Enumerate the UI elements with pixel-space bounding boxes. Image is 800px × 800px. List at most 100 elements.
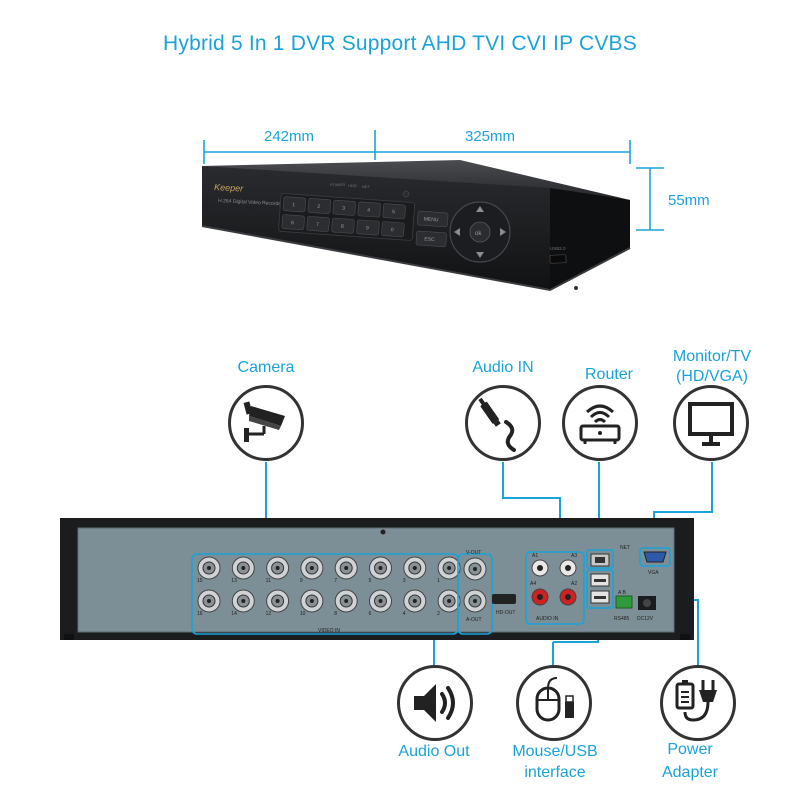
- svg-text:USB2.0: USB2.0: [550, 246, 566, 251]
- power-adapter-icon: [675, 680, 717, 722]
- camera-callout: [228, 385, 304, 461]
- svg-text:A1: A1: [532, 553, 538, 559]
- bnc-number-label: 13: [231, 578, 237, 584]
- bnc-number-label: 4: [403, 611, 406, 617]
- mouse-usb-icon: [535, 677, 574, 722]
- dvr-front-view: Keeper H.264 Digital Video Recorder 1 2 …: [201, 160, 631, 292]
- camera-label: Camera: [237, 359, 295, 376]
- depth-dimension: 242mm: [264, 128, 315, 145]
- monitor-label-line2: (HD/VGA): [676, 368, 748, 385]
- router-callout: [562, 385, 638, 461]
- mouse-callout: [516, 665, 592, 741]
- svg-text:NET: NET: [362, 184, 371, 189]
- bnc-connector-4: 4: [403, 589, 427, 617]
- a-out-rca: [463, 589, 487, 613]
- bnc-number-label: 2: [437, 611, 440, 617]
- dvr-rear-panel: 15 13 11 9 7 5 3 1 16 14 12 10 8 6 4 2 VIDEO IN V-OUT A…: [60, 518, 694, 640]
- svg-text:2: 2: [317, 204, 320, 210]
- brand-logo: Keeper: [214, 182, 245, 194]
- bnc-number-label: 7: [334, 578, 337, 584]
- svg-text:NET: NET: [620, 545, 630, 551]
- svg-text:HD-OUT: HD-OUT: [496, 610, 515, 616]
- svg-text:7: 7: [316, 222, 319, 228]
- bnc-connector-9: 9: [300, 556, 324, 584]
- svg-text:ESC: ESC: [424, 236, 435, 243]
- audio-in-callout: [465, 385, 541, 461]
- svg-text:HDD: HDD: [348, 183, 357, 188]
- video-in-label: VIDEO IN: [318, 628, 340, 634]
- bnc-connector-8: 8: [334, 589, 358, 617]
- svg-text:A-OUT: A-OUT: [466, 617, 482, 623]
- nav-ring: ok: [449, 201, 511, 263]
- rs485-terminal: [615, 595, 633, 609]
- speaker-icon: [414, 684, 455, 722]
- svg-text:0: 0: [391, 227, 394, 233]
- mouse-label-line1: Mouse/USB: [512, 743, 598, 760]
- bnc-number-label: 6: [369, 611, 372, 617]
- bnc-number-label: 14: [231, 611, 237, 617]
- svg-text:VGA: VGA: [648, 570, 659, 576]
- monitor-icon: [688, 402, 734, 446]
- page-title: Hybrid 5 In 1 DVR Support AHD TVI CVI IP…: [163, 32, 637, 55]
- mouse-label-line2: interface: [524, 764, 586, 781]
- bnc-number-label: 15: [197, 578, 203, 584]
- svg-text:3: 3: [342, 206, 345, 212]
- width-dimension: 325mm: [465, 128, 516, 145]
- bnc-connector-10: 10: [300, 589, 324, 617]
- bnc-number-label: 3: [403, 578, 406, 584]
- svg-text:A2: A2: [571, 581, 577, 587]
- svg-text:9: 9: [366, 225, 369, 231]
- bnc-number-label: 8: [334, 611, 337, 617]
- height-dimension: 55mm: [668, 192, 710, 209]
- hdmi-port: [492, 594, 516, 604]
- svg-text:1: 1: [292, 202, 295, 208]
- svg-text:DC12V: DC12V: [637, 616, 654, 622]
- bnc-connector-11: 11: [266, 556, 290, 584]
- bnc-number-label: 9: [300, 578, 303, 584]
- svg-text:A4: A4: [530, 581, 536, 587]
- bnc-connector-2: 2: [437, 589, 461, 617]
- svg-text:A B: A B: [618, 590, 626, 596]
- bnc-connector-3: 3: [403, 556, 427, 584]
- svg-text:V-OUT: V-OUT: [466, 550, 481, 556]
- svg-text:POWER: POWER: [330, 182, 345, 187]
- bnc-number-label: 11: [266, 578, 271, 584]
- svg-text:8: 8: [341, 224, 344, 230]
- svg-text:MENU: MENU: [423, 216, 438, 223]
- router-label: Router: [584, 366, 634, 383]
- audio-out-label: Audio Out: [398, 743, 470, 760]
- video-in-bnc-group: 15 13 11 9 7 5 3 1 16 14 12 10 8 6 4 2: [197, 556, 461, 617]
- bnc-connector-5: 5: [369, 556, 392, 584]
- svg-text:4: 4: [367, 207, 370, 213]
- power-callout: [660, 665, 736, 741]
- bnc-connector-6: 6: [369, 589, 392, 617]
- bnc-connector-16: 16: [197, 589, 221, 617]
- svg-text:A3: A3: [571, 553, 577, 559]
- svg-text:ok: ok: [475, 231, 482, 237]
- bnc-connector-1: 1: [437, 556, 461, 584]
- audio-out-callout: [397, 665, 473, 741]
- monitor-label-line1: Monitor/TV: [672, 348, 752, 365]
- audio-in-rca-group: [531, 559, 577, 606]
- svg-text:H.264 Digital Video Recorder: H.264 Digital Video Recorder: [218, 198, 283, 207]
- svg-text:6: 6: [291, 220, 294, 226]
- vga-port: [643, 551, 667, 563]
- monitor-callout: [673, 385, 749, 461]
- bnc-connector-14: 14: [231, 589, 255, 617]
- power-label-line1: Power: [667, 741, 713, 758]
- power-label-line2: Adapter: [661, 764, 719, 781]
- bnc-number-label: 10: [300, 611, 306, 617]
- bnc-connector-15: 15: [197, 556, 221, 584]
- cctv-camera-icon: [243, 401, 285, 442]
- audio-in-label: Audio IN: [472, 359, 534, 376]
- router-icon: [579, 404, 621, 444]
- bnc-number-label: 12: [266, 611, 272, 617]
- audio-jack-icon: [478, 397, 516, 452]
- svg-text:RS485: RS485: [614, 616, 630, 622]
- bnc-connector-12: 12: [266, 589, 290, 617]
- v-out-bnc: [463, 557, 487, 581]
- svg-text:AUDIO IN: AUDIO IN: [536, 616, 559, 622]
- bnc-number-label: 5: [369, 578, 372, 584]
- bnc-number-label: 16: [197, 611, 203, 617]
- bnc-number-label: 1: [437, 578, 440, 584]
